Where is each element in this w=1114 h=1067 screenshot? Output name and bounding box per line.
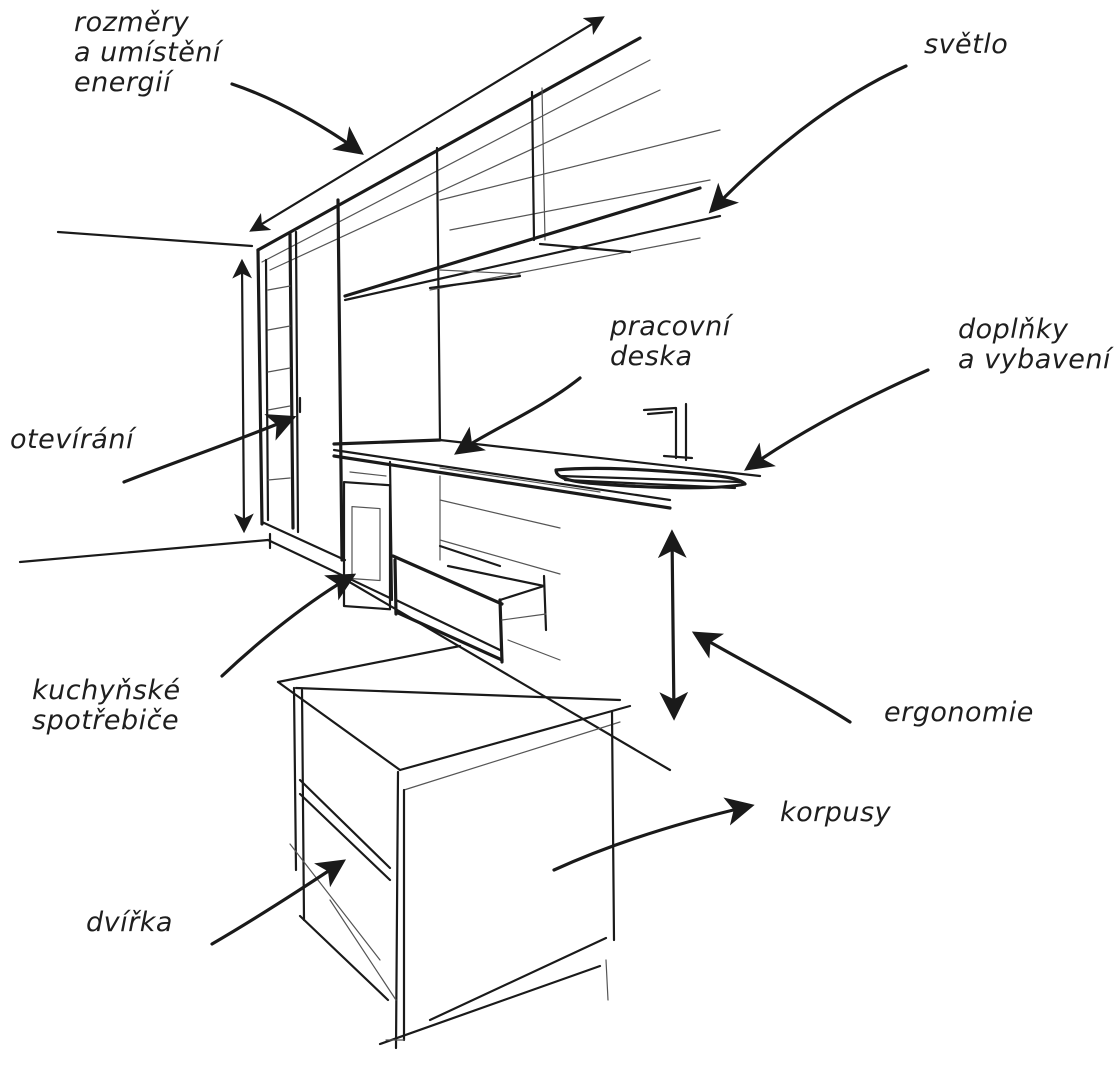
worktop (332, 402, 762, 510)
ergonomics-dimension-arrow (657, 529, 689, 721)
worktop-label: pracovní deska (610, 312, 731, 372)
base-cabinets (344, 475, 672, 772)
tall-cabinets (256, 230, 392, 600)
appliances-label-line-2: spotřebiče (32, 705, 180, 736)
appliances-pointer-arrow (220, 573, 357, 678)
dimensions-label-line-2: a umístění (74, 37, 221, 68)
opening-pointer-arrow (122, 414, 297, 484)
doors-label: dvířka (86, 907, 173, 938)
accessories-label: doplňky a vybavení (958, 315, 1111, 375)
room-wall-lines (18, 230, 270, 564)
worktop-pointer-arrow (454, 376, 582, 455)
height-dimension-arrow (232, 258, 254, 534)
light-pointer-arrow (708, 64, 908, 214)
appliances-label-line-1: kuchyňské (32, 675, 181, 706)
doors-pointer-arrow (210, 859, 346, 946)
worktop-label-line-1: pracovní (610, 311, 731, 342)
ergonomics-pointer-arrow (691, 631, 852, 724)
oven (342, 460, 394, 611)
accessories-pointer-arrow (744, 368, 930, 471)
dimensions-label: rozměry a umístění energií (74, 8, 221, 98)
dimensions-label-line-3: energií (74, 67, 172, 98)
dimensions-pointer-arrow (230, 82, 364, 155)
island-cabinet (276, 644, 632, 1050)
wall-units (256, 36, 722, 562)
ergonomics-label: ergonomie (884, 697, 1034, 728)
width-dimension-arrow (249, 16, 605, 232)
dimensions-label-line-1: rozměry (74, 7, 190, 38)
accessories-label-line-2: a vybavení (958, 344, 1111, 375)
annotation-arrows (122, 16, 930, 946)
carcasses-pointer-arrow (552, 797, 755, 872)
light-label: světlo (924, 29, 1009, 60)
appliances-label: kuchyňské spotřebiče (32, 676, 181, 736)
opening-label: otevírání (10, 424, 134, 455)
carcasses-label: korpusy (780, 797, 892, 828)
worktop-label-line-2: deska (610, 341, 693, 372)
accessories-label-line-1: doplňky (958, 314, 1069, 345)
